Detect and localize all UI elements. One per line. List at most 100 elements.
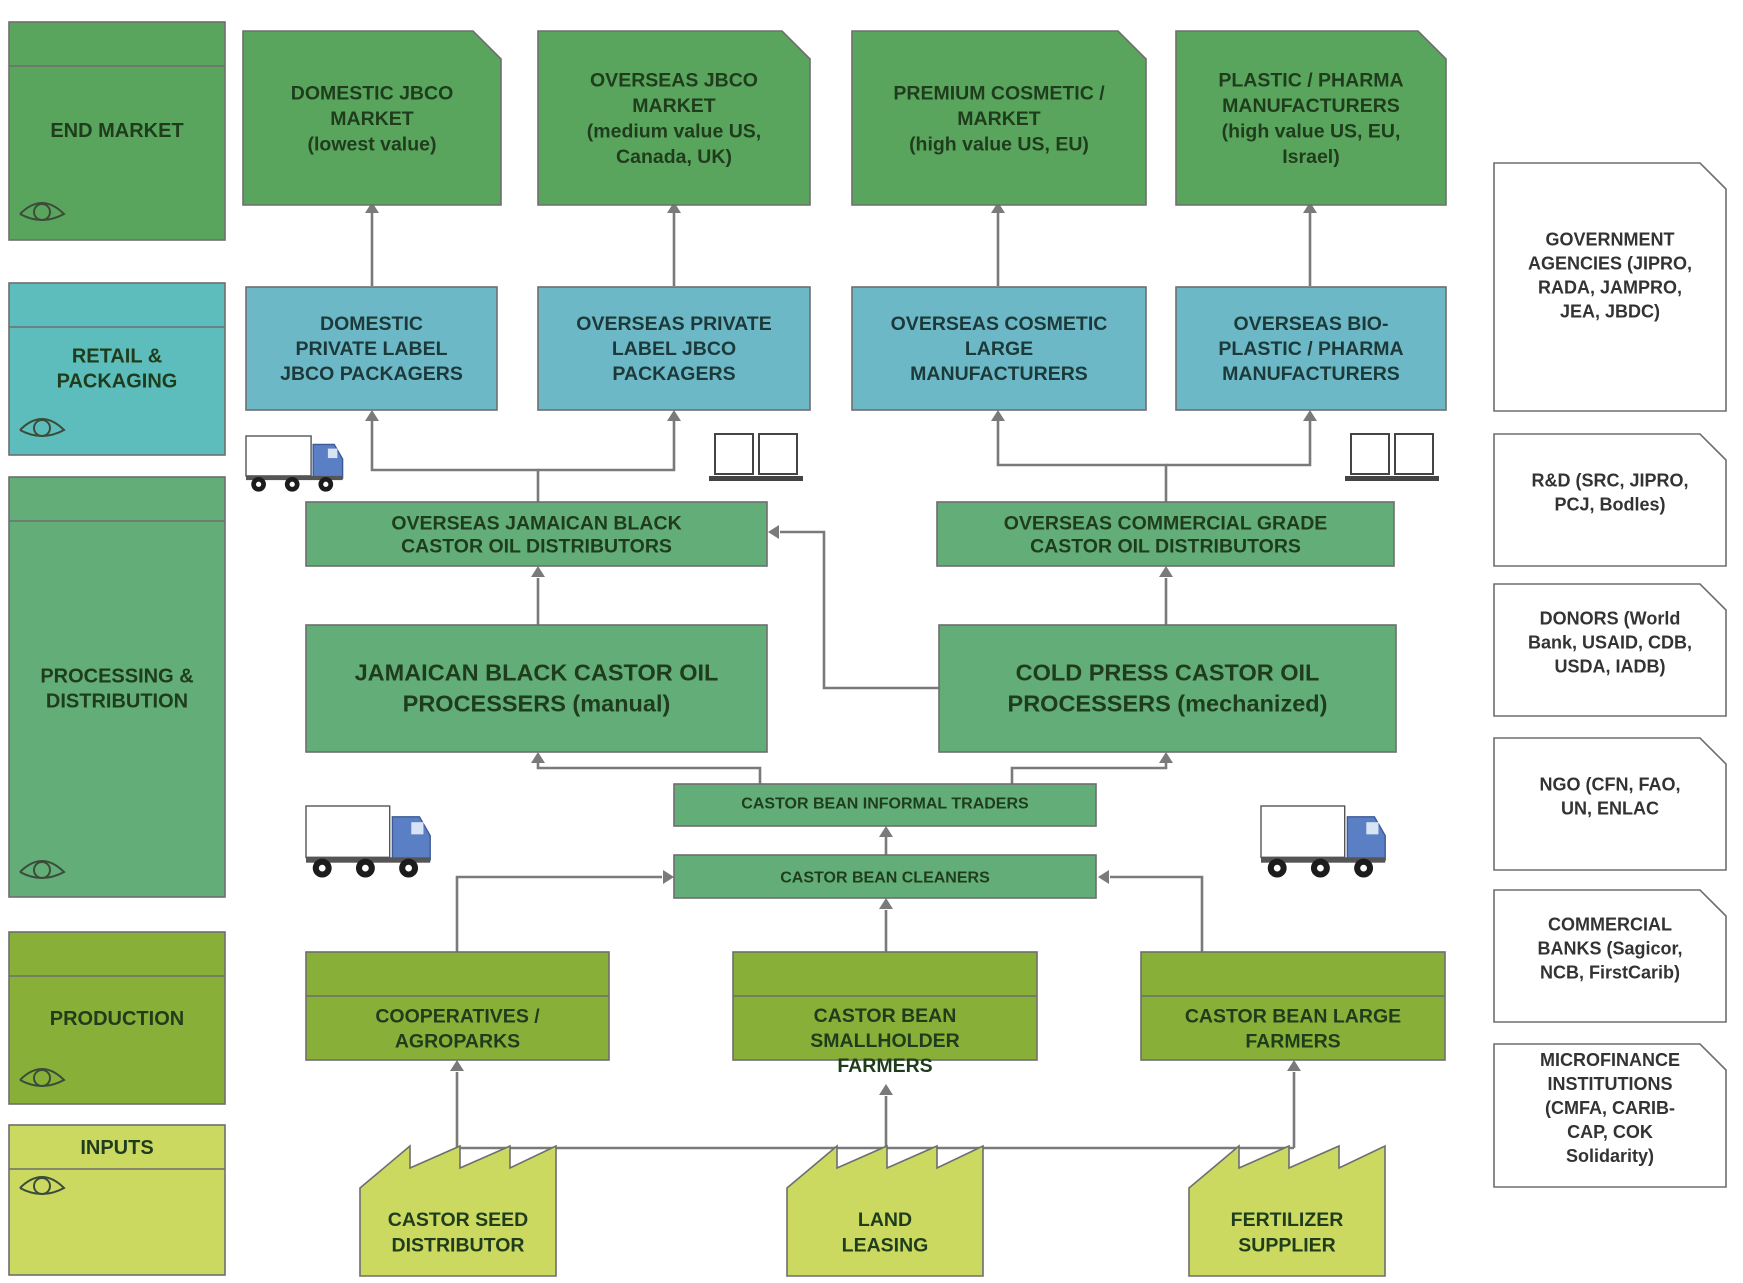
arrow-head <box>879 1084 893 1095</box>
label-line: R&D (SRC, JIPRO, <box>1531 470 1688 490</box>
stage-panel <box>8 931 226 1105</box>
label-line: MICROFINANCE <box>1540 1050 1680 1070</box>
label-line: PACKAGERS <box>612 363 735 385</box>
label-line: OVERSEAS BIO- <box>1234 313 1389 335</box>
label-line: FARMERS <box>837 1055 932 1077</box>
label-line: NCB, FirstCarib) <box>1540 962 1680 982</box>
label-line: JBCO PACKAGERS <box>280 363 463 385</box>
shipping-containers-icon <box>1345 433 1439 481</box>
connector-line <box>536 762 762 784</box>
label-line: PLASTIC / PHARMA <box>1218 338 1403 360</box>
label-line: DISTRIBUTOR <box>392 1235 525 1257</box>
arrow-head <box>991 410 1005 421</box>
producer-box <box>305 951 610 1061</box>
end-market-box <box>537 30 811 206</box>
label-line: AGENCIES (JIPRO, <box>1528 253 1692 273</box>
label-line: JEA, JBDC) <box>1560 301 1660 321</box>
factory-icon <box>1188 1144 1386 1277</box>
label-line: Bank, USAID, CDB, <box>1528 632 1692 652</box>
stage-label: INPUTS <box>80 1137 153 1159</box>
eye-icon <box>19 1068 66 1087</box>
label-line: (high value US, EU) <box>909 133 1089 155</box>
arrow-head <box>1303 410 1317 421</box>
packager-domestic-packagers: DOMESTIC PRIVATE LABEL JBCO PACKAGERS <box>245 286 498 411</box>
label-line: CASTOR BEAN LARGE <box>1185 1005 1401 1027</box>
label-line: PLASTIC / PHARMA <box>1218 70 1403 92</box>
label-line: PCJ, Bodles) <box>1554 494 1665 514</box>
arrow-head <box>365 410 379 421</box>
connector-line <box>1110 875 1204 952</box>
arrow-head <box>667 410 681 421</box>
arrow-head <box>450 1060 464 1071</box>
packager-box <box>245 286 498 411</box>
label-line: CASTOR SEED <box>388 1209 529 1231</box>
stage-panel <box>8 476 226 898</box>
stage-production: PRODUCTION <box>8 931 226 1105</box>
label-line: OVERSEAS COSMETIC <box>891 313 1108 335</box>
arrow-head <box>1287 1060 1301 1071</box>
label-line: INSTITUTIONS <box>1548 1074 1673 1094</box>
arrow-head <box>531 566 545 577</box>
label-line: Solidarity) <box>1566 1146 1654 1166</box>
stage-label: PRODUCTION <box>50 1008 184 1030</box>
label-line: PRIVATE LABEL <box>295 338 447 360</box>
stage-retail: RETAIL &PACKAGING <box>8 282 226 456</box>
arrow-head <box>879 826 893 837</box>
label-line: LAND <box>858 1209 912 1231</box>
label-line: FARMERS <box>1245 1030 1340 1052</box>
stage-label: PROCESSING & <box>40 666 193 688</box>
processor-box <box>305 624 768 753</box>
label-line: BANKS (Sagicor, <box>1537 938 1682 958</box>
end-market-premium: PREMIUM COSMETIC /MARKET(high value US, … <box>851 30 1147 206</box>
label-line: LEASING <box>842 1235 929 1257</box>
connector-line <box>455 875 662 952</box>
label-line: COLD PRESS CASTOR OIL <box>1016 660 1320 686</box>
label-line: MARKET <box>957 108 1040 130</box>
eye-icon <box>19 1176 66 1195</box>
arrow-head <box>365 202 379 213</box>
label-line: LARGE <box>965 338 1033 360</box>
label-line: CASTOR BEAN <box>814 1005 957 1027</box>
label-line: (lowest value) <box>308 133 437 155</box>
label-line: MANUFACTURERS <box>1222 95 1400 117</box>
stage-label: RETAIL & <box>72 346 162 368</box>
label-line: (CMFA, CARIB- <box>1545 1098 1675 1118</box>
label-line: CASTOR OIL DISTRIBUTORS <box>1030 535 1301 557</box>
bean-cleaners: CASTOR BEAN CLEANERS <box>673 854 1097 899</box>
connector-line <box>370 420 540 502</box>
supporter-box <box>1493 737 1727 871</box>
truck-icon <box>305 805 431 878</box>
label-line: DOMESTIC JBCO <box>291 82 454 104</box>
label-line: OVERSEAS JAMAICAN BLACK <box>391 512 681 534</box>
label-line: OVERSEAS JBCO <box>590 70 758 92</box>
label-line: MANUFACTURERS <box>910 363 1088 385</box>
arrow-head <box>663 870 674 884</box>
supporter-box <box>1493 889 1727 1023</box>
arrow-head <box>667 202 681 213</box>
stage-processing: PROCESSING &DISTRIBUTION <box>8 476 226 898</box>
supporter-box <box>1493 583 1727 717</box>
connector-line <box>1166 420 1312 467</box>
supporter-box <box>1493 162 1727 412</box>
label-line: AGROPARKS <box>395 1030 520 1052</box>
end-market-box <box>242 30 502 206</box>
label-line: GOVERNMENT <box>1545 229 1674 249</box>
label-line: JAMAICAN BLACK CASTOR OIL <box>355 660 719 686</box>
label-line: SUPPLIER <box>1238 1235 1336 1257</box>
label-line: CASTOR OIL DISTRIBUTORS <box>401 535 672 557</box>
arrow-head <box>991 202 1005 213</box>
input-land-leasing: LAND LEASING <box>786 1144 984 1277</box>
packager-cosmetic-manufacturers: OVERSEAS COSMETIC LARGE MANUFACTURERS <box>851 286 1147 411</box>
label-line: NGO (CFN, FAO, <box>1540 774 1681 794</box>
traders-box <box>673 783 1097 827</box>
label-line: DOMESTIC <box>320 313 423 335</box>
